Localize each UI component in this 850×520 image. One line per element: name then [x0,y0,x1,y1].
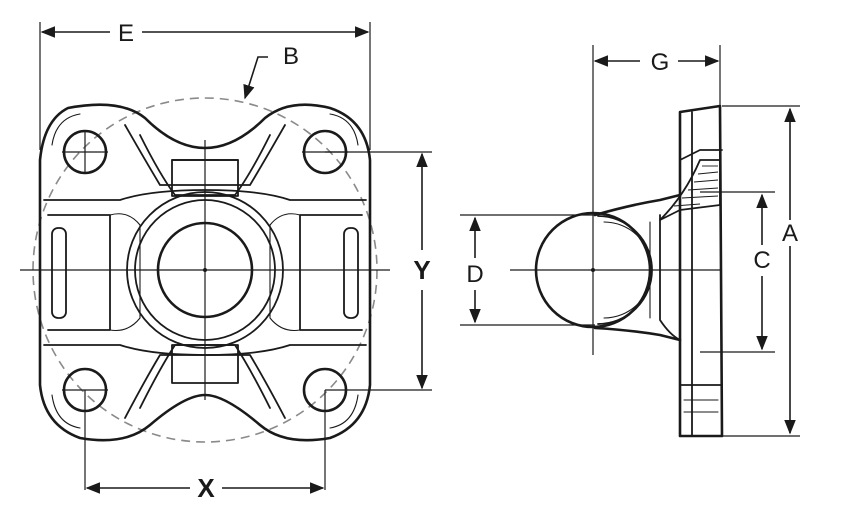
label-y: Y [413,255,430,285]
label-a: A [782,220,798,247]
label-b: B [283,43,299,70]
flange-plate [678,104,724,438]
dimension-g: G [593,49,720,76]
dimension-a: A [782,107,798,435]
label-g: G [651,49,670,76]
section-hatch [659,159,721,221]
front-view [20,97,432,490]
label-d: D [466,261,483,288]
label-x: X [197,473,215,503]
leader-b: B [243,43,299,100]
label-e: E [118,20,134,47]
side-view [460,45,800,438]
dimension-c: C [753,193,771,351]
dimension-y: Y [413,152,431,390]
dimension-e: E [39,20,371,150]
label-c: C [753,247,770,274]
dimension-x: X [85,473,325,503]
dimension-d: D [466,216,484,324]
